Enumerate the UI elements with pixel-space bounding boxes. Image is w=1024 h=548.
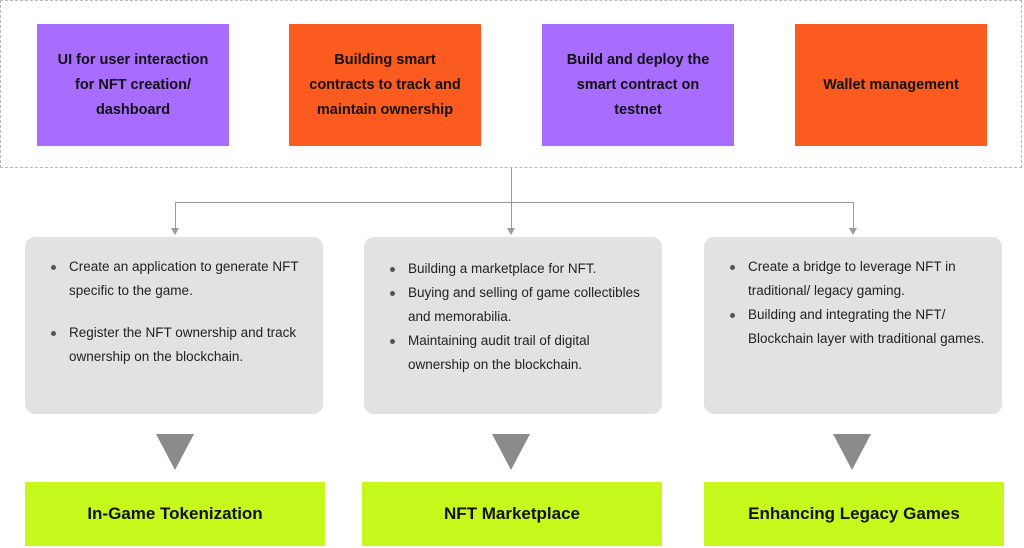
down-arrow-middle xyxy=(492,434,530,470)
step-box-smart-contracts: Building smart contracts to track and ma… xyxy=(289,24,481,146)
connector-trunk xyxy=(511,168,512,202)
card-marketplace-list: Building a marketplace for NFT. Buying a… xyxy=(388,257,646,377)
step-box-ui-label: UI for user interaction for NFT creation… xyxy=(57,51,209,118)
result-tokenization: In-Game Tokenization xyxy=(25,482,325,546)
connector-middle-arrowhead xyxy=(507,228,515,235)
list-item: Create a bridge to leverage NFT in tradi… xyxy=(728,255,986,303)
step-box-deploy-testnet: Build and deploy the smart contract on t… xyxy=(542,24,734,146)
result-marketplace: NFT Marketplace xyxy=(362,482,662,546)
connector-left-arrowhead xyxy=(171,228,179,235)
connector-middle-drop xyxy=(511,202,512,229)
connector-horizontal xyxy=(175,202,854,203)
card-marketplace: Building a marketplace for NFT. Buying a… xyxy=(364,237,662,414)
result-marketplace-label: NFT Marketplace xyxy=(443,504,581,523)
list-item: Maintaining audit trail of digital owner… xyxy=(388,329,646,377)
card-legacy: Create a bridge to leverage NFT in tradi… xyxy=(704,237,1002,414)
result-legacy-games-label: Enhancing Legacy Games xyxy=(748,504,960,523)
step-box-wallet: Wallet management xyxy=(795,24,987,146)
connector-left-drop xyxy=(175,202,176,229)
list-item: Register the NFT ownership and track own… xyxy=(49,321,307,369)
connector-right-drop xyxy=(853,202,854,229)
result-tokenization-label: In-Game Tokenization xyxy=(87,504,263,523)
list-item: Create an application to generate NFT sp… xyxy=(49,255,307,303)
list-item: Building a marketplace for NFT. xyxy=(388,257,646,281)
down-arrow-right xyxy=(833,434,871,470)
connector-right-arrowhead xyxy=(849,228,857,235)
down-arrow-left xyxy=(156,434,194,470)
step-box-smart-contracts-label: Building smart contracts to track and ma… xyxy=(309,51,461,118)
card-tokenization: Create an application to generate NFT sp… xyxy=(25,237,323,414)
list-item: Building and integrating the NFT/ Blockc… xyxy=(728,303,986,351)
result-legacy-games: Enhancing Legacy Games xyxy=(704,482,1004,546)
step-box-deploy-testnet-label: Build and deploy the smart contract on t… xyxy=(566,51,710,118)
list-item: Buying and selling of game collectibles … xyxy=(388,281,646,329)
card-legacy-list: Create a bridge to leverage NFT in tradi… xyxy=(728,255,986,351)
step-box-wallet-label: Wallet management xyxy=(823,76,959,93)
card-tokenization-list: Create an application to generate NFT sp… xyxy=(49,255,307,369)
step-box-ui: UI for user interaction for NFT creation… xyxy=(37,24,229,146)
top-group-frame xyxy=(0,0,1022,168)
